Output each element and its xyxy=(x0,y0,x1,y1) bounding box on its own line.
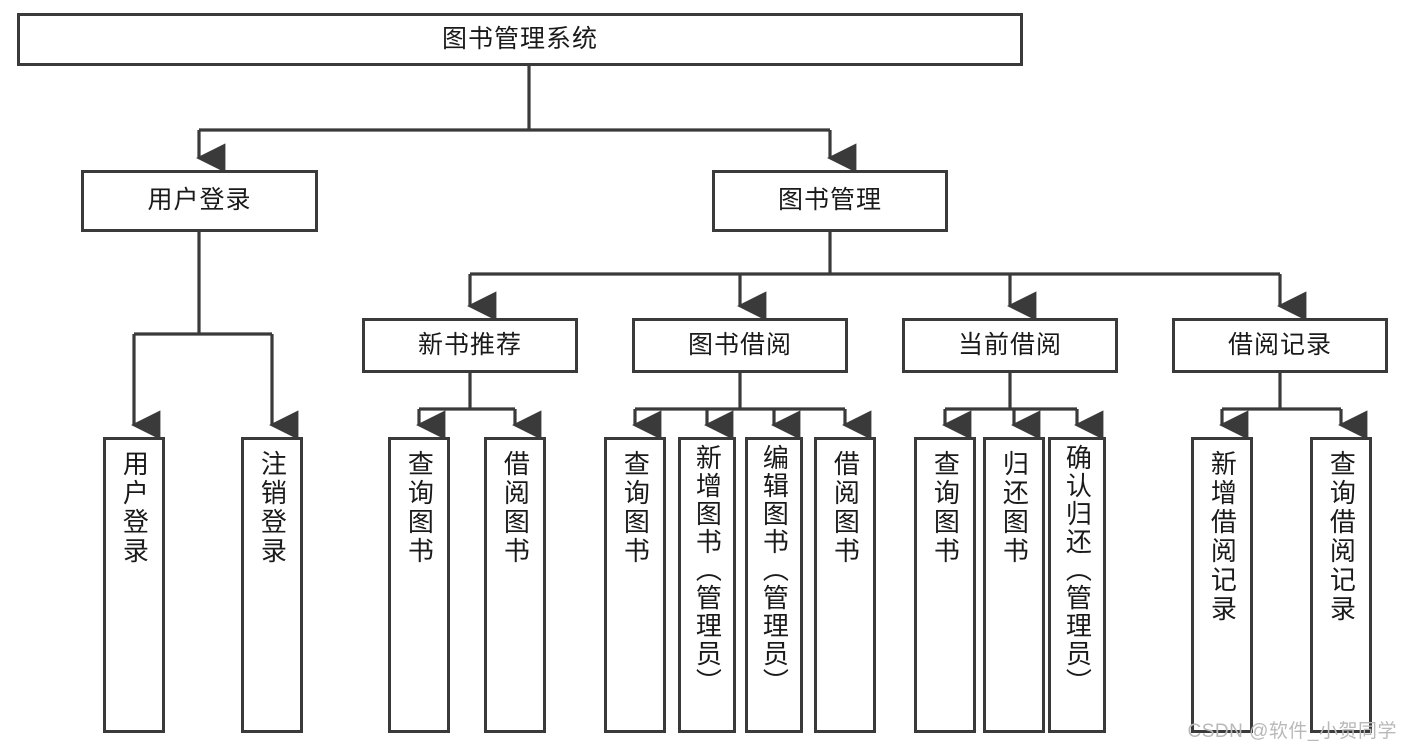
node-leaf-borrow-book-1[interactable]: 借阅图书 xyxy=(484,437,546,733)
node-borrow-record[interactable]: 借阅记录 xyxy=(1172,318,1388,373)
node-leaf-query-book-3[interactable]: 查询图书 xyxy=(914,437,976,733)
node-book-borrow-label: 图书借阅 xyxy=(687,330,792,359)
node-leaf-add-book[interactable]: 新增图书（管理员） xyxy=(678,437,736,733)
node-leaf-return-book[interactable]: 归还图书 xyxy=(983,437,1045,733)
node-book-borrow[interactable]: 图书借阅 xyxy=(632,318,848,373)
node-root[interactable]: 图书管理系统 xyxy=(17,13,1023,66)
node-current-borrow[interactable]: 当前借阅 xyxy=(902,318,1118,373)
node-leaf-edit-book-label: 编辑图书（管理员） xyxy=(759,444,790,696)
node-user-login[interactable]: 用户登录 xyxy=(81,170,318,232)
node-root-label: 图书管理系统 xyxy=(441,24,598,53)
node-leaf-logout-label: 注销登录 xyxy=(257,450,288,566)
node-book-manage[interactable]: 图书管理 xyxy=(712,170,948,232)
node-leaf-edit-book[interactable]: 编辑图书（管理员） xyxy=(745,437,803,733)
node-leaf-add-record[interactable]: 新增借阅记录 xyxy=(1191,437,1253,733)
node-leaf-query-book-3-label: 查询图书 xyxy=(930,450,961,566)
node-leaf-user-login-label: 用户登录 xyxy=(119,450,150,566)
node-leaf-logout[interactable]: 注销登录 xyxy=(241,437,303,733)
node-leaf-borrow-book-2[interactable]: 借阅图书 xyxy=(814,437,876,733)
node-leaf-user-login[interactable]: 用户登录 xyxy=(103,437,165,733)
node-leaf-query-book-2-label: 查询图书 xyxy=(620,450,651,566)
node-leaf-query-book-1[interactable]: 查询图书 xyxy=(388,437,450,733)
node-leaf-confirm-return-label: 确认归还（管理员） xyxy=(1062,444,1093,696)
node-leaf-confirm-return[interactable]: 确认归还（管理员） xyxy=(1048,437,1106,733)
node-borrow-record-label: 借阅记录 xyxy=(1227,330,1332,359)
node-leaf-query-record[interactable]: 查询借阅记录 xyxy=(1310,437,1372,733)
node-leaf-query-record-label: 查询借阅记录 xyxy=(1326,450,1357,624)
node-leaf-add-book-label: 新增图书（管理员） xyxy=(692,444,723,696)
node-leaf-query-book-1-label: 查询图书 xyxy=(404,450,435,566)
node-new-book-recommend-label: 新书推荐 xyxy=(417,330,522,359)
node-book-manage-label: 图书管理 xyxy=(777,186,882,215)
node-leaf-add-record-label: 新增借阅记录 xyxy=(1207,450,1238,624)
node-leaf-borrow-book-2-label: 借阅图书 xyxy=(830,450,861,566)
node-leaf-borrow-book-1-label: 借阅图书 xyxy=(500,450,531,566)
node-current-borrow-label: 当前借阅 xyxy=(957,330,1062,359)
node-leaf-return-book-label: 归还图书 xyxy=(999,450,1030,566)
node-user-login-label: 用户登录 xyxy=(147,186,252,215)
node-new-book-recommend[interactable]: 新书推荐 xyxy=(362,318,578,373)
csdn-watermark: CSDN @软件_小贺同学 xyxy=(1187,721,1397,742)
node-leaf-query-book-2[interactable]: 查询图书 xyxy=(604,437,666,733)
